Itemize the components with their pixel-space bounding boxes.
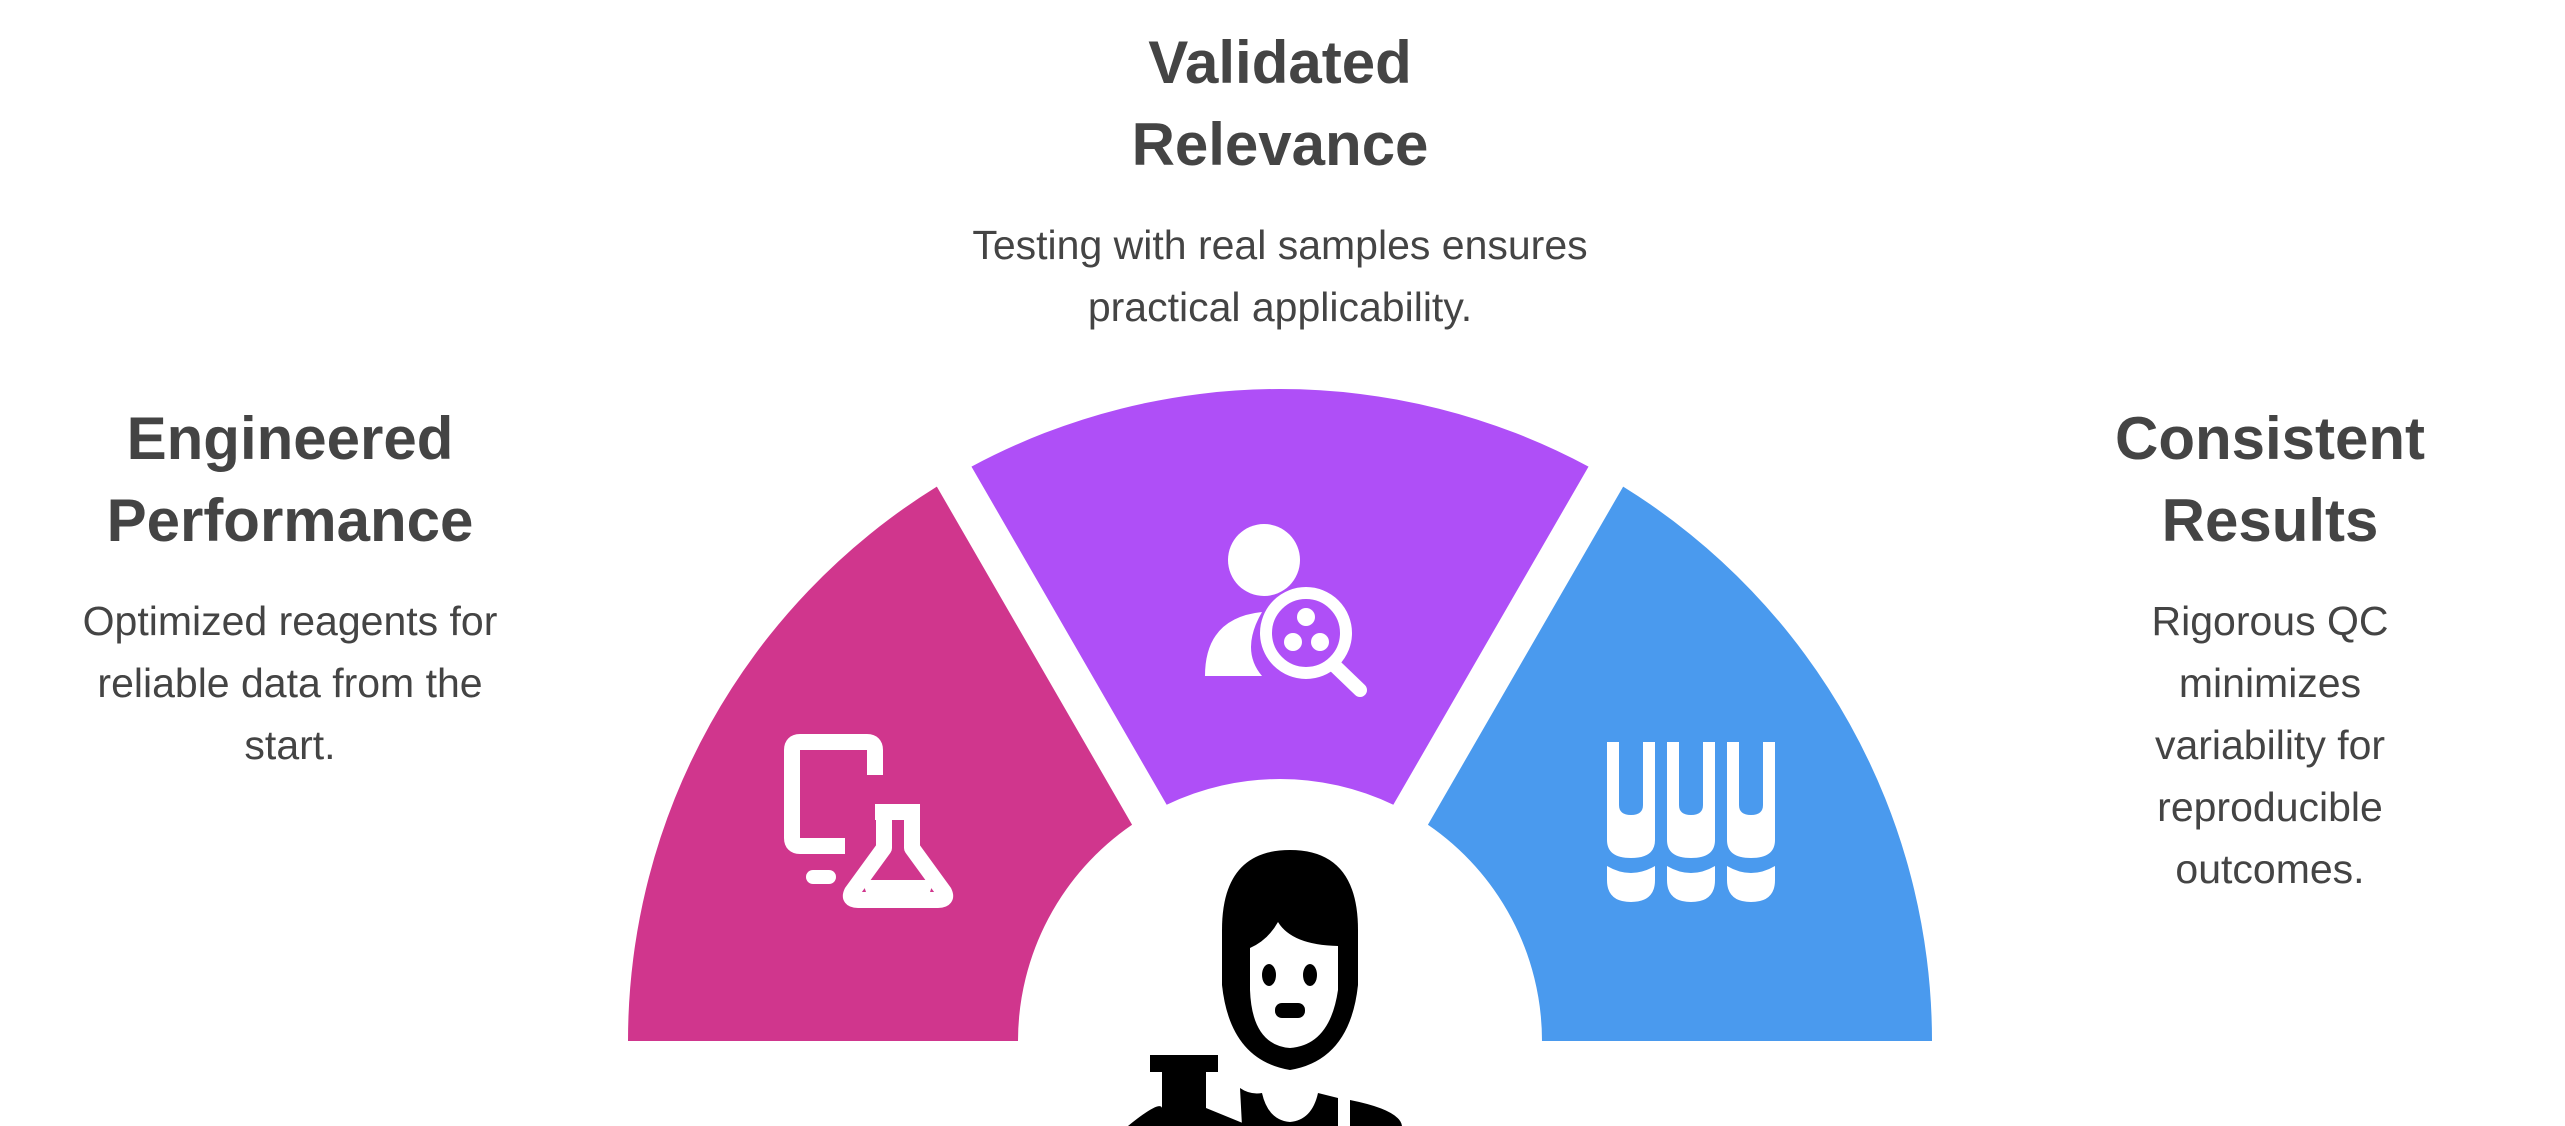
title-line: Performance xyxy=(106,487,474,554)
title-line: Results xyxy=(2161,487,2379,554)
test-tube-bottom xyxy=(1727,866,1775,902)
segment-description: Rigorous QC minimizes variability for repr… xyxy=(2115,590,2425,900)
desc-line: Testing with real samples ensures xyxy=(972,222,1588,268)
title-line: Engineered xyxy=(126,405,454,472)
desc-line: variability for xyxy=(2154,722,2386,768)
desc-line: reliable data from the xyxy=(97,660,483,706)
user-sample-search-icon xyxy=(1205,524,1367,697)
computer-flask-icon xyxy=(784,734,954,908)
test-tube-bottom xyxy=(1667,866,1715,902)
desc-line: reproducible outcomes. xyxy=(2157,784,2383,892)
test-tube xyxy=(1667,742,1715,858)
segment-description: Optimized reagents for reliable data from… xyxy=(83,590,498,776)
test-tubes-icon xyxy=(1607,742,1775,902)
desc-line: start. xyxy=(244,722,336,768)
test-tube xyxy=(1727,742,1775,858)
title-line: Consistent xyxy=(2114,405,2426,472)
desc-line: Rigorous QC minimizes xyxy=(2151,598,2389,706)
desc-line: Optimized reagents for xyxy=(82,598,498,644)
title-line: Validated xyxy=(1148,29,1412,96)
test-tube-bottom xyxy=(1607,866,1655,902)
scientist-flask-icon xyxy=(1128,850,1402,1126)
test-tube xyxy=(1607,742,1655,858)
segment-right xyxy=(1427,486,1932,1042)
desc-line: practical applicability. xyxy=(1087,284,1473,330)
segment-description: Testing with real samples ensures practic… xyxy=(972,214,1587,338)
title-line: Relevance xyxy=(1131,111,1429,178)
